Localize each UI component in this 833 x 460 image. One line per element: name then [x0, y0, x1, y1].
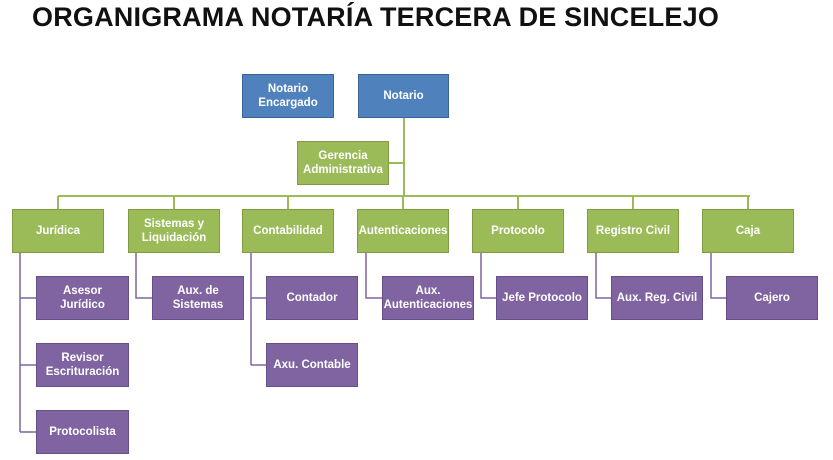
node-label: Protocolo: [491, 225, 545, 237]
node-autenticaciones: Autenticaciones: [357, 209, 449, 253]
node-label: Aux. Autenticaciones: [383, 285, 473, 311]
node-aux-sistemas: Aux. de Sistemas: [152, 276, 244, 320]
node-protocolo: Protocolo: [472, 209, 564, 253]
node-juridica: Jurídica: [12, 209, 104, 253]
node-gerencia-administrativa: Gerencia Administrativa: [297, 141, 389, 185]
connector-sub-caja: [710, 253, 726, 299]
node-jefe-protocolo: Jefe Protocolo: [496, 276, 588, 320]
node-label: Sistemas y Liquidación: [141, 218, 207, 244]
node-protocolista: Protocolista: [36, 410, 129, 454]
connector-sub-autenticaciones: [365, 253, 382, 299]
node-axu-contable: Axu. Contable: [266, 343, 358, 387]
node-cajero: Cajero: [726, 276, 818, 320]
page-title: ORGANIGRAMA NOTARÍA TERCERA DE SINCELEJO: [32, 2, 720, 32]
node-label: Axu. Contable: [273, 359, 351, 371]
node-label: Cajero: [754, 292, 790, 304]
node-label: Contador: [286, 292, 338, 304]
node-caja: Caja: [702, 209, 794, 253]
node-label: Jefe Protocolo: [502, 292, 582, 304]
node-label: Registro Civil: [595, 225, 671, 237]
node-label: Contabilidad: [253, 225, 323, 237]
node-label: Gerencia Administrativa: [303, 150, 383, 176]
node-revisor-escrituracion: Revisor Escrituración: [36, 343, 129, 387]
node-aux-autenticaciones: Aux. Autenticaciones: [382, 276, 474, 320]
connector-sub-registro: [595, 253, 611, 299]
node-contador: Contador: [266, 276, 358, 320]
node-registro-civil: Registro Civil: [587, 209, 679, 253]
node-label: Notario: [383, 90, 424, 102]
node-label: Autenticaciones: [358, 225, 448, 237]
node-label: Jurídica: [35, 225, 81, 237]
node-label: Caja: [735, 225, 761, 237]
node-aux-reg-civil: Aux. Reg. Civil: [611, 276, 703, 320]
connector-sub-juridica: [19, 253, 36, 433]
node-label: Notario Encargado: [258, 83, 318, 109]
node-label: Revisor Escrituración: [45, 352, 120, 378]
node-label: Asesor Jurídico: [60, 285, 105, 311]
node-sistemas-liquidacion: Sistemas y Liquidación: [128, 209, 220, 253]
node-label: Aux. de Sistemas: [172, 285, 224, 311]
node-asesor-juridico: Asesor Jurídico: [36, 276, 129, 320]
node-contabilidad: Contabilidad: [242, 209, 334, 253]
connector-sub-contabilidad: [250, 253, 266, 366]
connector-sub-protocolo: [480, 253, 496, 299]
node-label: Protocolista: [49, 426, 116, 438]
connector-sub-sistemas: [135, 253, 152, 299]
node-notario-encargado: Notario Encargado: [242, 74, 334, 118]
node-notario: Notario: [358, 74, 449, 118]
node-label: Aux. Reg. Civil: [616, 292, 698, 304]
